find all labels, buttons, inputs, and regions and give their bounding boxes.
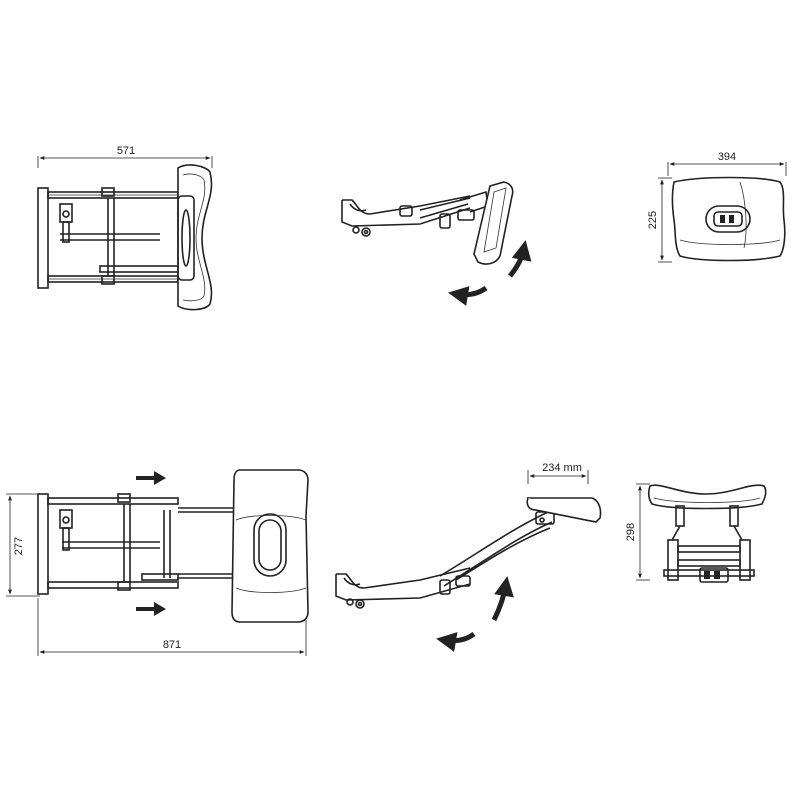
dimension-277: 277 bbox=[6, 493, 40, 597]
right-arrow-icon bbox=[136, 471, 166, 485]
curved-up-arrow-icon bbox=[508, 240, 532, 278]
dimension-label-277: 277 bbox=[13, 537, 25, 555]
dimension-234mm: 234 mm bbox=[527, 462, 589, 484]
dimension-label-234mm: 234 mm bbox=[542, 462, 582, 474]
dimension-225: 225 bbox=[647, 177, 672, 263]
side-view-extended: 234 mm bbox=[335, 462, 602, 652]
top-view-extended: 277 871 bbox=[6, 469, 309, 656]
right-arrow-icon bbox=[136, 602, 166, 616]
dimension-label-225: 225 bbox=[647, 211, 659, 229]
dimension-871: 871 bbox=[37, 598, 307, 656]
top-view-retracted: 571 bbox=[37, 145, 213, 311]
seat-top-view: 394 225 bbox=[647, 151, 787, 263]
dimension-394: 394 bbox=[667, 151, 787, 176]
curved-up-arrow-icon bbox=[491, 576, 514, 622]
dimension-label-298: 298 bbox=[625, 523, 637, 541]
dimension-label-871: 871 bbox=[163, 639, 181, 651]
dimension-label-571: 571 bbox=[117, 145, 135, 157]
curved-left-arrow-icon bbox=[436, 631, 476, 652]
dimension-298: 298 bbox=[625, 483, 650, 581]
side-view-retracted bbox=[341, 181, 532, 306]
curved-left-arrow-icon bbox=[448, 285, 488, 306]
seat-front-view: 298 bbox=[625, 483, 767, 583]
dimension-571: 571 bbox=[37, 145, 213, 168]
dimension-label-394: 394 bbox=[718, 151, 736, 163]
